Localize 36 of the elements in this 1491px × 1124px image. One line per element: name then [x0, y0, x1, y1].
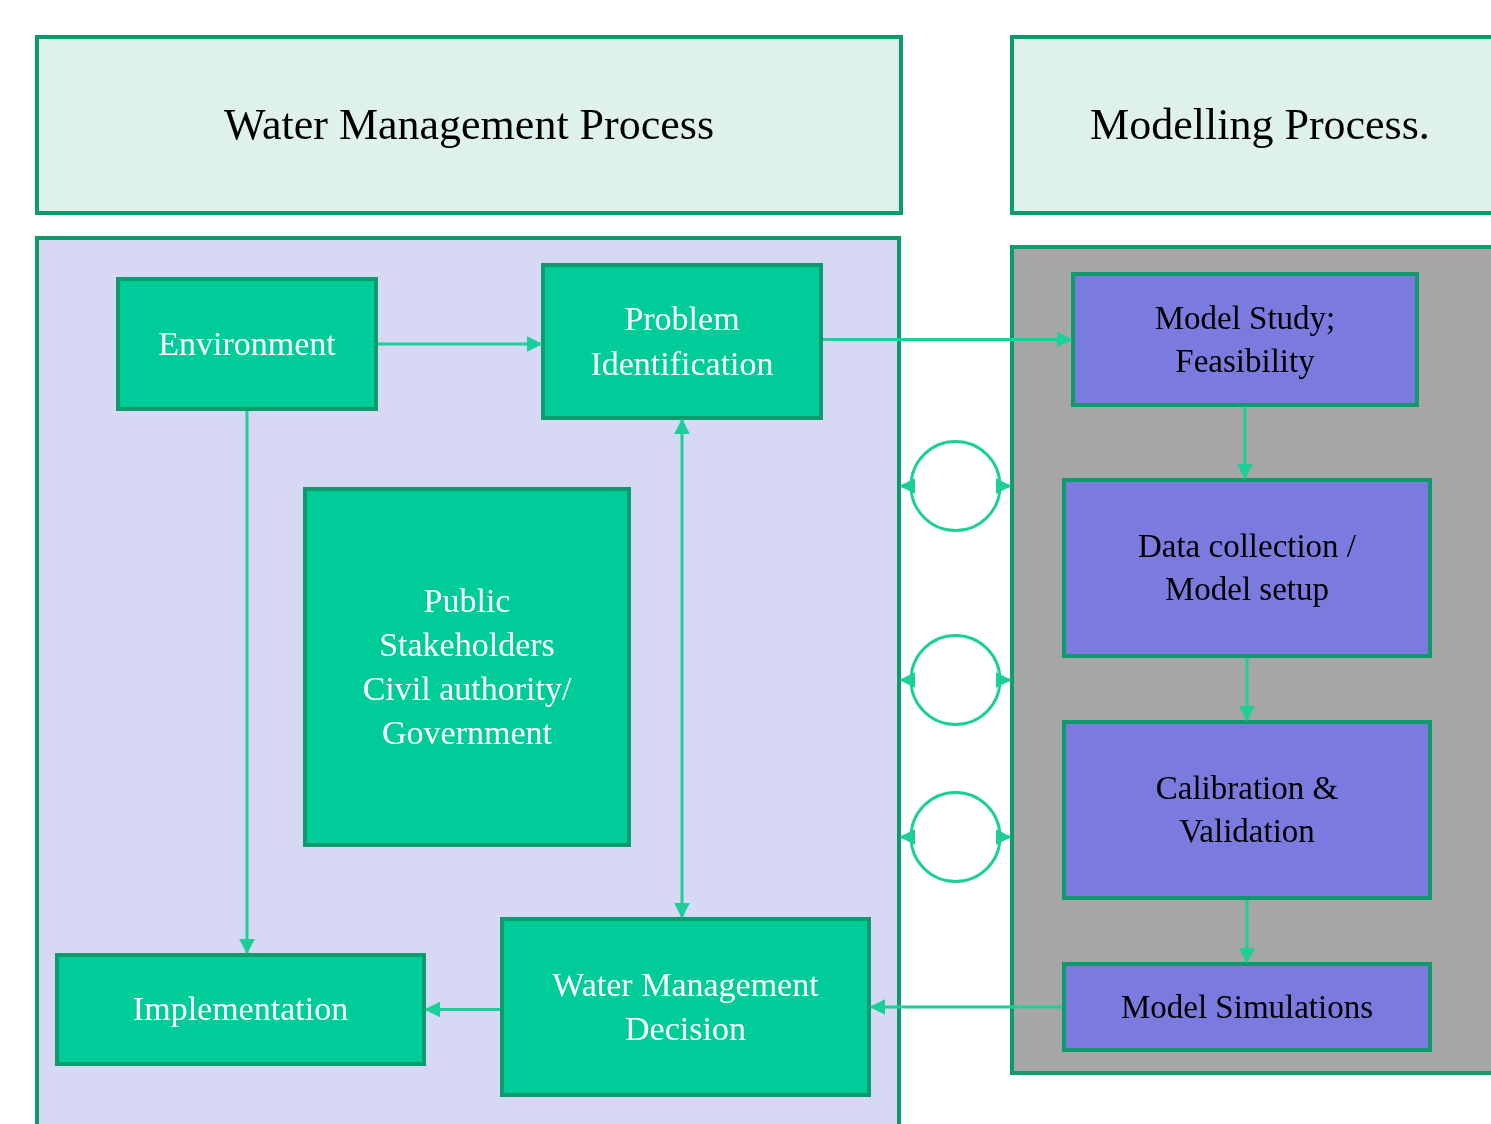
arrow — [869, 999, 1062, 1015]
arrow — [1239, 900, 1255, 964]
panel-background — [1010, 245, 1491, 1075]
cycle-arrow — [899, 791, 1012, 883]
process-box — [303, 487, 631, 847]
header-box — [1010, 35, 1491, 215]
cycle-arrow — [899, 634, 1012, 726]
node-label: Model Simulations — [1120, 987, 1374, 1027]
arrow — [823, 331, 1073, 348]
process-box — [1062, 478, 1432, 658]
process-box — [1071, 272, 1419, 407]
process-box — [55, 953, 426, 1066]
cycle-arrow — [899, 440, 1012, 532]
node-label: Environment — [158, 323, 336, 364]
node-label: Public Stakeholders Civil authority/ Government — [361, 580, 573, 754]
process-box — [500, 917, 871, 1097]
node-label: Implementation — [132, 989, 349, 1030]
process-box — [1062, 720, 1432, 900]
node-label: Water Management Decision — [551, 964, 820, 1049]
arrow — [674, 418, 690, 919]
arrow — [424, 1001, 500, 1018]
node-label: Modelling Process. — [1090, 99, 1430, 152]
process-box — [541, 263, 823, 420]
panel-background — [35, 236, 901, 1124]
arrow — [1239, 658, 1255, 722]
node-label: Problem Identification — [589, 299, 775, 384]
process-box — [1062, 962, 1432, 1052]
process-box — [116, 277, 378, 411]
node-label: Model Study; Feasibility — [1153, 298, 1337, 381]
header-box — [35, 35, 903, 215]
arrow — [239, 411, 255, 955]
node-label: Water Management Process — [223, 99, 715, 152]
node-label: Calibration & Validation — [1154, 769, 1340, 851]
arrow — [1237, 407, 1253, 480]
arrow — [378, 336, 543, 352]
node-label: Data collection / Model setup — [1136, 527, 1358, 609]
